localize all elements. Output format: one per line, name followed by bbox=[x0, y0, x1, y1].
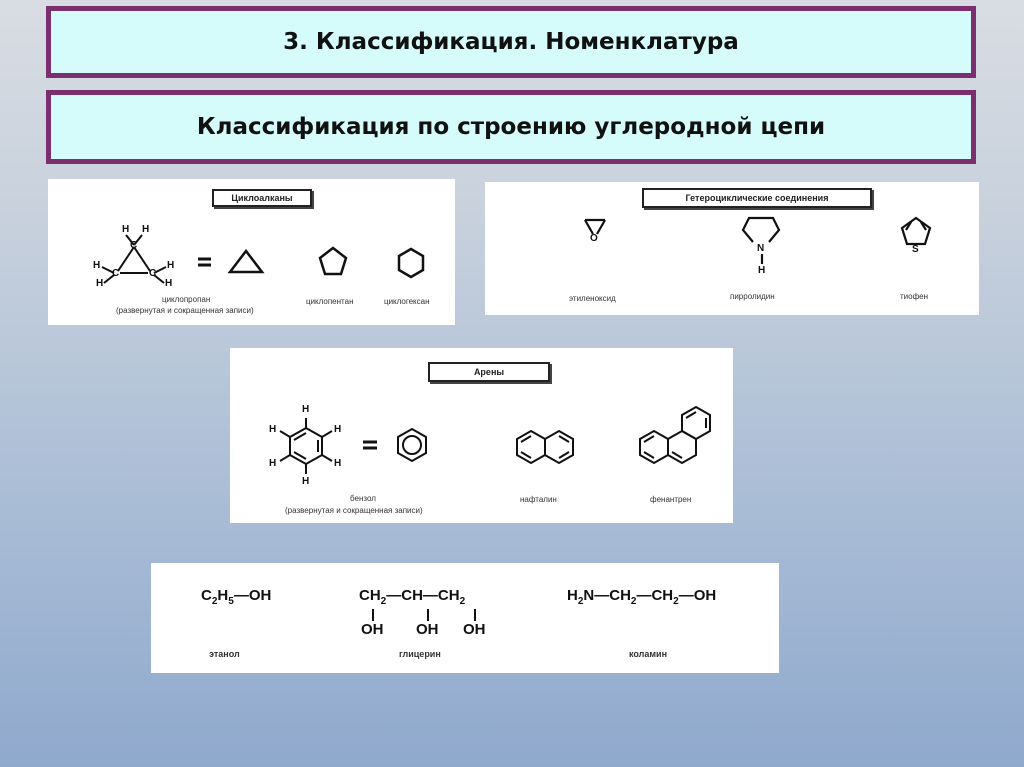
h-atom: H bbox=[96, 278, 104, 289]
h-atom: H bbox=[167, 260, 175, 271]
o-atom: O bbox=[590, 233, 598, 244]
oh-group: OH bbox=[416, 621, 439, 638]
benzene-note: (развернутая и сокращенная записи) bbox=[285, 506, 423, 515]
h-atom: H bbox=[269, 424, 277, 435]
c-atom: C bbox=[130, 240, 138, 251]
h-atom: H bbox=[93, 260, 101, 271]
c-atom: C bbox=[112, 268, 120, 279]
heterocycles-header: Гетероциклические соединения bbox=[642, 188, 872, 208]
cyclopropane-note: (развернутая и сокращенная записи) bbox=[116, 306, 254, 315]
h-atom: H bbox=[758, 265, 766, 276]
h-atom: H bbox=[334, 424, 342, 435]
phenanthrene-caption: фенантрен bbox=[650, 495, 692, 504]
cyclopropane-caption: циклопропан bbox=[162, 295, 211, 304]
h-atom: H bbox=[142, 224, 150, 235]
benzene-caption: бензол bbox=[350, 494, 376, 503]
cycloalkanes-structures bbox=[101, 234, 425, 284]
n-atom: N bbox=[757, 243, 765, 254]
ethanol-formula: C2H5—OH bbox=[201, 587, 272, 607]
slide-title: 3. Классификация. Номенклатура bbox=[46, 6, 976, 78]
glycerol-formula: CH2—CH—CH2 bbox=[359, 587, 466, 607]
oh-group: OH bbox=[361, 621, 384, 638]
cycloalkanes-panel: Циклоалканы H H C H C C H H H циклопр bbox=[48, 179, 455, 325]
oh-group: OH bbox=[463, 621, 486, 638]
h-atom: H bbox=[122, 224, 130, 235]
s-atom: S bbox=[912, 244, 919, 255]
alcohols-panel: C2H5—OH CH2—CH—CH2 OH OH OH H2N—CH2—CH2—… bbox=[151, 563, 779, 673]
cyclohexane-caption: циклогексан bbox=[384, 297, 430, 306]
ethanol-caption: этанол bbox=[209, 649, 240, 659]
cyclopentane-caption: циклопентан bbox=[306, 297, 354, 306]
h-atom: H bbox=[165, 278, 173, 289]
thiophene-caption: тиофен bbox=[900, 292, 929, 301]
heterocycles-structures bbox=[584, 216, 932, 264]
heterocycles-panel: Гетероциклические соединения O N H S эти… bbox=[485, 182, 979, 315]
colamine-caption: коламин bbox=[629, 649, 668, 659]
colamine-formula: H2N—CH2—CH2—OH bbox=[567, 587, 717, 607]
cycloalkanes-header: Циклоалканы bbox=[212, 189, 312, 207]
h-atom: H bbox=[334, 458, 342, 469]
pyrrolidine-caption: пирролидин bbox=[730, 292, 775, 301]
naphthalene-caption: нафталин bbox=[520, 495, 557, 504]
arenes-header: Арены bbox=[428, 362, 550, 382]
glycerol-bonds bbox=[372, 609, 476, 621]
arenes-structures bbox=[279, 405, 711, 474]
arenes-panel: Арены bbox=[230, 348, 733, 523]
c-atom: C bbox=[149, 268, 157, 279]
h-atom: H bbox=[302, 404, 310, 415]
slide-subtitle: Классификация по строению углеродной цеп… bbox=[46, 90, 976, 164]
h-atom: H bbox=[302, 476, 310, 487]
h-atom: H bbox=[269, 458, 277, 469]
ethylene-oxide-caption: этиленоксид bbox=[569, 294, 616, 303]
glycerol-caption: глицерин bbox=[399, 649, 441, 659]
